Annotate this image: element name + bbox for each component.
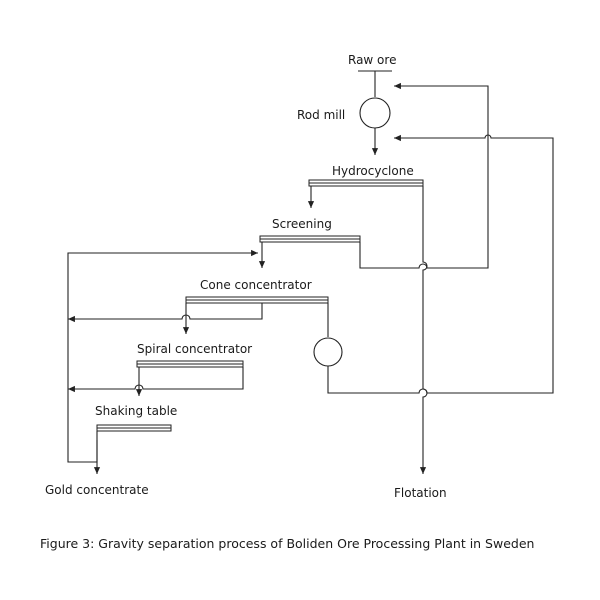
pump-symbol	[313, 337, 343, 367]
spiral-concentrator-label: Spiral concentrator	[137, 342, 252, 356]
rod-mill-symbol	[359, 97, 391, 129]
shaking-table-symbol	[96, 424, 172, 432]
hydrocyclone-overflow-to-flotation	[419, 186, 428, 474]
spiral-concentrator-symbol	[136, 360, 244, 368]
screening-symbol	[259, 235, 361, 243]
hydrocyclone-symbol	[308, 179, 424, 187]
flotation-label: Flotation	[394, 486, 447, 500]
spiral-concentrate-return	[68, 367, 244, 393]
raw-ore-label: Raw ore	[348, 53, 396, 67]
shaking-table-label: Shaking table	[95, 404, 177, 418]
rod-mill-label: Rod mill	[297, 108, 345, 122]
gold-concentrate-label: Gold concentrate	[45, 483, 149, 497]
screening-oversize-return	[359, 82, 489, 269]
screening-label: Screening	[272, 217, 332, 231]
raw-ore-feed	[358, 70, 392, 97]
cone-concentrate-return	[68, 303, 263, 323]
cone-concentrator-symbol	[185, 296, 329, 304]
hydrocyclone-label: Hydrocyclone	[332, 164, 414, 178]
figure-caption: Figure 3: Gravity separation process of …	[40, 536, 534, 551]
pump-recycle-line	[327, 134, 554, 394]
cone-concentrator-label: Cone concentrator	[200, 278, 312, 292]
